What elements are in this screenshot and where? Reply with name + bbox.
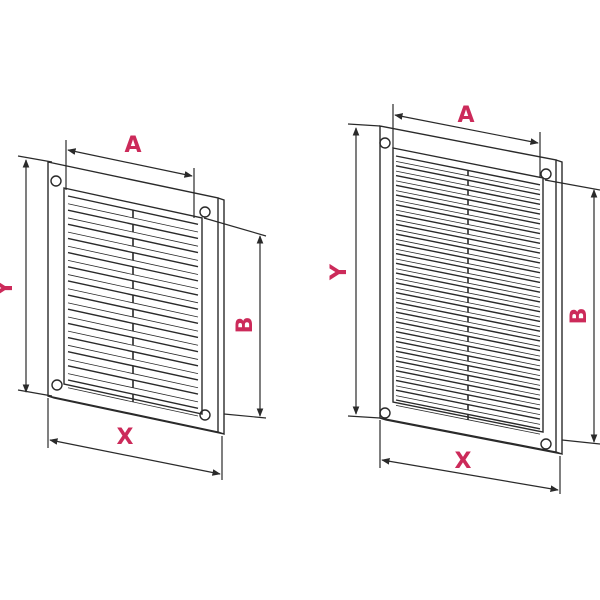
small-frame-thickness	[47, 197, 225, 435]
small-b-ext-bottom	[223, 413, 267, 419]
small-y-ext-top	[17, 155, 53, 163]
large-dimensions	[347, 104, 600, 494]
small-screw-hole-bl	[51, 379, 63, 391]
large-louver-slat-edge	[395, 229, 541, 259]
large-louver-slat-edge	[395, 356, 541, 386]
small-grille	[47, 161, 225, 435]
small-louver-slat-edge	[67, 330, 199, 360]
small-frame-inner	[63, 187, 203, 415]
large-a-dimension-line	[394, 113, 539, 145]
small-screw-hole-br	[199, 409, 211, 421]
large-b-ext-bottom	[561, 439, 600, 445]
large-label-a: A	[457, 103, 474, 128]
large-screw-hole-bl	[379, 407, 391, 419]
small-screw-hole-tr	[199, 206, 211, 218]
large-louvers	[395, 155, 541, 435]
small-louver-slat	[67, 209, 199, 240]
large-louver-slat	[395, 213, 541, 245]
large-screw-hole-tr	[540, 168, 552, 180]
large-y-ext-top	[347, 123, 381, 127]
large-frame-thickness	[379, 159, 563, 455]
large-label-b: B	[567, 308, 592, 325]
large-y-ext-bottom	[347, 415, 381, 419]
large-screw-hole-tl	[379, 137, 391, 149]
large-b-ext-top	[544, 179, 600, 191]
small-x-dimension-line	[49, 438, 221, 476]
small-label-x: X	[117, 425, 134, 450]
small-dimensions	[17, 140, 267, 480]
large-label-y: Y	[327, 263, 352, 281]
small-screw-hole-tl	[50, 175, 62, 187]
small-label-a: A	[124, 133, 141, 158]
large-grille	[379, 125, 563, 455]
small-b-ext-top	[203, 217, 267, 237]
large-x-dimension-line	[381, 457, 559, 493]
small-louvers	[67, 195, 199, 417]
large-louver-slat-edge	[395, 297, 541, 328]
small-label-y: Y	[0, 279, 18, 297]
large-frame-inner	[392, 147, 544, 433]
small-label-b: B	[233, 317, 258, 334]
large-label-x: X	[455, 449, 472, 474]
large-screw-hole-br	[540, 438, 552, 450]
small-y-ext-bottom	[17, 389, 53, 397]
small-a-dimension-line	[67, 148, 193, 178]
